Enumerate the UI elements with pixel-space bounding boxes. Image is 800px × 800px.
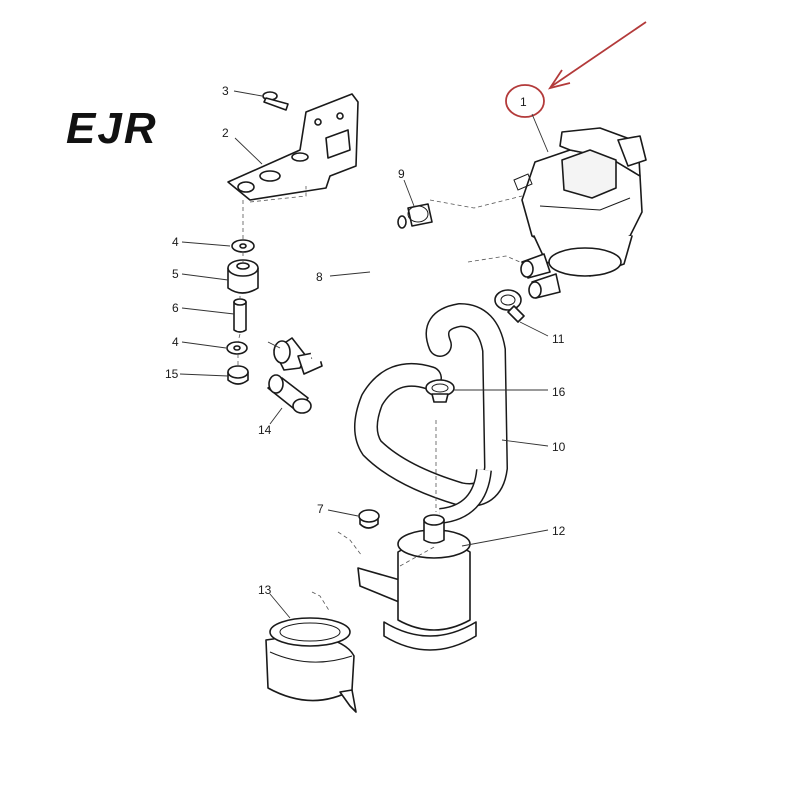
part-16-clamp: [425, 379, 455, 403]
part-15-cap: [227, 365, 249, 385]
part-7-grommet: [358, 509, 380, 529]
brand-logo: EJR: [66, 104, 158, 153]
callout-15: 15: [165, 367, 179, 381]
callout-16: 16: [552, 385, 566, 399]
callout-8: 8: [316, 270, 323, 284]
callout-9: 9: [398, 167, 405, 181]
callout-1: 1: [520, 95, 527, 109]
callout-3: 3: [222, 84, 229, 98]
part-2-bracket: [227, 93, 359, 201]
leader-lines: [179, 90, 549, 619]
part-13-sleeve: [265, 617, 357, 713]
highlight-arrow-icon: [547, 21, 647, 90]
assembly-lines: [237, 186, 523, 613]
part-14-connectors: [267, 337, 323, 414]
callout-4-bottom: 4: [172, 335, 179, 349]
part-3-screw: [262, 91, 289, 111]
highlight-circle: [505, 84, 545, 118]
callout-7: 7: [317, 502, 324, 516]
part-8-hose: [310, 215, 407, 364]
part-10-loop-hose: [354, 302, 509, 524]
callout-11: 11: [552, 332, 565, 346]
part-9-clamp: [407, 203, 433, 227]
part-5-grommet: [227, 259, 259, 294]
callout-4-top: 4: [172, 235, 179, 249]
callout-10: 10: [552, 440, 566, 454]
part-6-spacer: [233, 298, 247, 333]
callout-5: 5: [172, 267, 179, 281]
callout-12: 12: [552, 524, 566, 538]
part-1-valve: [513, 127, 647, 299]
callout-6: 6: [172, 301, 179, 315]
callout-2: 2: [222, 126, 229, 140]
callout-13: 13: [258, 583, 272, 597]
part-12-canister: [357, 514, 477, 651]
callouts: 1 2 3 4 5 6 4 15 14 8 9 11 16 10 12 7 13: [165, 84, 566, 597]
part-11-clamp: [494, 289, 525, 323]
callout-14: 14: [258, 423, 272, 437]
logo-text: EJR: [66, 104, 158, 153]
